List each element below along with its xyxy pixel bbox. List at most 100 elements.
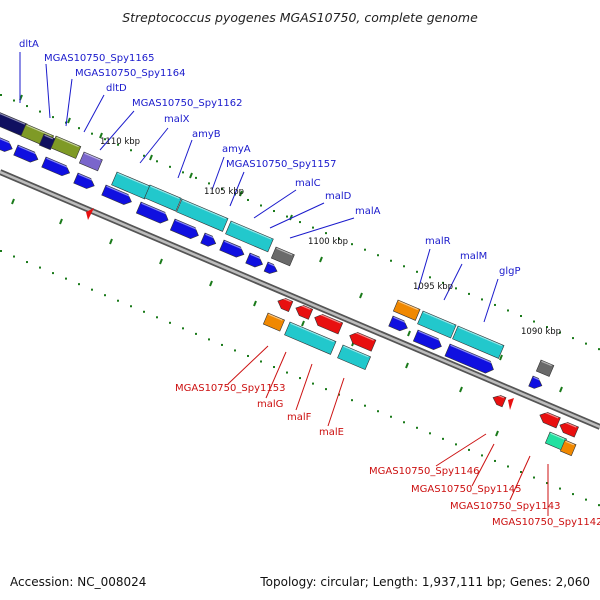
gene-label-dltD[interactable]: dltD	[106, 83, 127, 94]
feature-cyan-malx[interactable]	[111, 171, 151, 200]
gene-label-glgP[interactable]: glgP	[499, 266, 521, 277]
gene-label-malX[interactable]: malX	[164, 114, 190, 125]
feature-orange-spy1153[interactable]	[262, 312, 285, 332]
feature-grey[interactable]	[270, 246, 295, 267]
gene-arrow-rev-1[interactable]	[276, 296, 294, 312]
gene-label-spy1157[interactable]: MGAS10750_Spy1157	[226, 159, 336, 170]
feature-cyan-glgp[interactable]	[452, 325, 505, 359]
gene-label-malG[interactable]: malG	[257, 399, 283, 410]
gene-label-malC[interactable]: malC	[295, 178, 321, 189]
leader-line-fwd-12	[417, 248, 431, 291]
leader-line-fwd-2	[65, 78, 73, 127]
leader-line-rev-3	[327, 377, 345, 427]
gene-label-malD[interactable]: malD	[325, 191, 352, 202]
leader-line-fwd-3	[83, 94, 105, 133]
feature-cyan-malg[interactable]	[284, 321, 337, 355]
feature-cyan-malm[interactable]	[417, 310, 457, 339]
gene-arrow-rev-3[interactable]	[312, 312, 344, 335]
coordinate-ticks: 1110 kbp 1105 kbp 1100 kbp 1095 kbp 1090…	[100, 137, 561, 337]
feature-purple[interactable]	[78, 151, 103, 172]
gene-arrow-fwd-9[interactable]	[219, 239, 246, 260]
tick-label-1095: 1095 kbp	[413, 282, 453, 292]
feature-cyan-malc[interactable]	[225, 220, 274, 253]
leader-line-fwd-10	[269, 202, 325, 229]
leader-line-fwd-4	[99, 110, 135, 151]
accession-text: Accession: NC_008024	[10, 575, 146, 589]
feature-orange-2[interactable]	[559, 439, 577, 457]
gene-arrow-rev-4[interactable]	[347, 330, 377, 352]
gene-label-malM[interactable]: malM	[460, 251, 487, 262]
gene-arrow-fwd-13[interactable]	[412, 329, 443, 352]
gene-label-malF[interactable]: malF	[287, 412, 312, 423]
gene-label-spy1146[interactable]: MGAS10750_Spy1146	[369, 466, 479, 477]
feature-navy-2[interactable]	[38, 133, 56, 151]
gene-marker-small[interactable]	[86, 208, 94, 220]
gene-arrow-fwd-10[interactable]	[245, 252, 265, 269]
gene-arrow-rev-6[interactable]	[538, 410, 561, 429]
gene-arrow-rev-5[interactable]	[491, 393, 507, 408]
gene-arrow-rev-2[interactable]	[294, 303, 314, 320]
feature-cyan-amyb[interactable]	[144, 184, 182, 212]
leader-line-rev-0	[227, 345, 269, 385]
leader-line-fwd-9	[253, 189, 297, 219]
gene-arrow-fwd-3[interactable]	[41, 156, 72, 178]
gene-label-spy1142[interactable]: MGAS10750_Spy1142	[492, 517, 600, 528]
gene-label-spy1164[interactable]: MGAS10750_Spy1164	[75, 68, 185, 79]
gene-arrow-fwd-6[interactable]	[135, 201, 170, 226]
feature-orange-malr[interactable]	[392, 299, 421, 321]
gene-arrow-fwd-1[interactable]	[0, 135, 14, 154]
gene-features	[0, 109, 579, 457]
gene-arrow-fwd-12[interactable]	[388, 315, 410, 333]
gene-label-amyB[interactable]: amyB	[192, 129, 221, 140]
gene-arrow-fwd-11[interactable]	[263, 261, 279, 276]
gene-arrow-fwd-4[interactable]	[73, 172, 97, 191]
leader-line-fwd-1	[45, 63, 51, 119]
gene-label-spy1162[interactable]: MGAS10750_Spy1162	[132, 98, 242, 109]
feature-olive-2[interactable]	[50, 135, 82, 159]
gene-label-spy1143[interactable]: MGAS10750_Spy1143	[450, 501, 560, 512]
leader-line-fwd-14	[483, 278, 499, 323]
gene-label-spy1165[interactable]: MGAS10750_Spy1165	[44, 53, 154, 64]
leader-line-rev-4	[435, 433, 487, 467]
map-title: Streptococcus pyogenes MGAS10750, comple…	[122, 10, 478, 25]
gene-label-dltA[interactable]: dltA	[19, 39, 39, 50]
gene-label-malA[interactable]: malA	[355, 206, 381, 217]
feature-cyan-amya[interactable]	[176, 198, 229, 232]
gene-arrow-rev-7[interactable]	[558, 420, 579, 438]
tick-label-1100: 1100 kbp	[308, 237, 348, 247]
leader-line-fwd-13	[443, 263, 463, 301]
gene-label-amyA[interactable]: amyA	[222, 144, 251, 155]
genome-summary-text: Topology: circular; Length: 1,937,111 bp…	[259, 575, 590, 589]
reverse-gene-labels: MGAS10750_Spy1153 malG malF malE MGAS107…	[175, 383, 600, 528]
gene-arrow-fwd-8[interactable]	[200, 232, 218, 249]
gene-arrow-fwd-7[interactable]	[169, 218, 200, 241]
gene-label-malR[interactable]: malR	[425, 236, 451, 247]
leader-line-fwd-7	[211, 156, 225, 191]
gene-arrow-fwd-15[interactable]	[528, 375, 544, 391]
gene-label-spy1153[interactable]: MGAS10750_Spy1153	[175, 383, 285, 394]
genome-backbone	[0, 169, 600, 430]
leader-line-rev-1	[265, 351, 287, 399]
gene-label-malE[interactable]: malE	[319, 427, 344, 438]
forward-gene-labels: dltA MGAS10750_Spy1165 MGAS10750_Spy1164…	[19, 39, 521, 277]
leader-line-fwd-5	[139, 127, 169, 164]
leader-line-rev-2	[295, 363, 313, 411]
gene-marker-small-2[interactable]	[508, 398, 514, 410]
gene-label-spy1145[interactable]: MGAS10750_Spy1145	[411, 484, 521, 495]
leader-line-rev-5	[471, 443, 495, 487]
label-leader-lines	[19, 52, 549, 516]
tick-label-1110: 1110 kbp	[100, 137, 140, 147]
gene-arrow-fwd-2[interactable]	[13, 144, 40, 165]
gene-arrow-fwd-14[interactable]	[444, 343, 496, 376]
leader-line-fwd-8	[229, 171, 245, 207]
leader-line-fwd-6	[177, 139, 193, 179]
tick-label-1090: 1090 kbp	[521, 327, 561, 337]
feature-cyan-male[interactable]	[337, 344, 372, 371]
leader-line-fwd-11	[289, 217, 355, 239]
feature-grey-2[interactable]	[535, 359, 555, 377]
tick-label-1105: 1105 kbp	[204, 187, 244, 197]
gene-arrow-fwd-5[interactable]	[101, 184, 134, 207]
leader-line-rev-6	[509, 455, 531, 501]
tick-guide-dots	[0, 94, 600, 507]
